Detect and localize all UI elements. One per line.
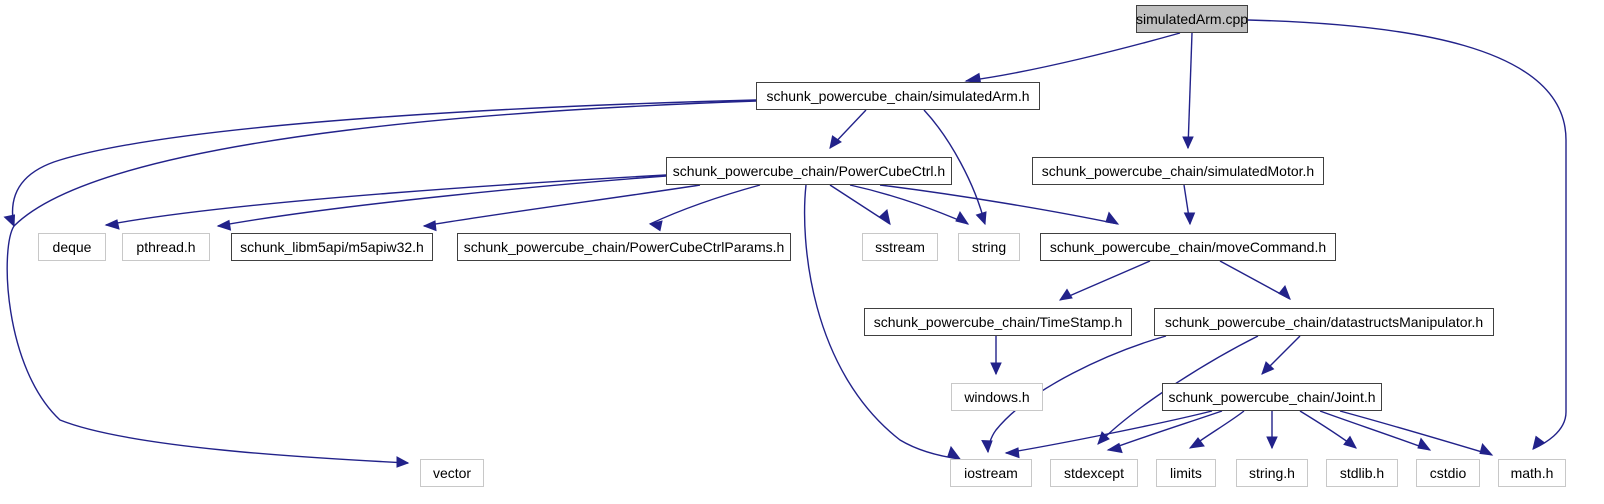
- graph-node-label: limits: [1170, 465, 1202, 481]
- graph-node[interactable]: schunk_powercube_chain/Joint.h: [1162, 383, 1382, 411]
- graph-node[interactable]: iostream: [950, 459, 1032, 487]
- graph-node-label: schunk_powercube_chain/TimeStamp.h: [873, 314, 1123, 330]
- graph-node[interactable]: cstdio: [1416, 459, 1480, 487]
- graph-node[interactable]: string.h: [1236, 459, 1308, 487]
- edge-n14-n20: [1299, 410, 1357, 449]
- edge-n14-n19: [1266, 411, 1278, 450]
- graph-node[interactable]: schunk_powercube_chain/PowerCubeCtrlPara…: [457, 233, 791, 261]
- graph-node[interactable]: schunk_powercube_chain/datastructsManipu…: [1154, 308, 1494, 336]
- graph-node[interactable]: schunk_powercube_chain/TimeStamp.h: [864, 308, 1132, 336]
- edge-n14-n16: [1004, 410, 1213, 459]
- edge-n0-n3: [1182, 32, 1194, 150]
- edge-n0-n1: [964, 32, 1181, 84]
- edge-n1-n9: [923, 109, 987, 226]
- graph-node-label: stdlib.h: [1339, 465, 1385, 481]
- graph-node[interactable]: string: [958, 233, 1020, 261]
- graph-node[interactable]: schunk_powercube_chain/simulatedArm.h: [756, 82, 1040, 110]
- graph-node[interactable]: stdexcept: [1050, 459, 1138, 487]
- graph-node[interactable]: deque: [38, 233, 106, 261]
- graph-node-label: windows.h: [964, 389, 1030, 405]
- edge-n10-n11: [1058, 260, 1151, 301]
- edge-n2-n16: [803, 184, 962, 460]
- edge-n2-n4: [104, 174, 667, 230]
- edge-n0-n22: [1247, 19, 1567, 451]
- graph-node-label: math.h: [1510, 465, 1554, 481]
- graph-node-label: sstream: [875, 239, 925, 255]
- edge-n12-n14: [1261, 335, 1301, 375]
- graph-node-label: schunk_powercube_chain/PowerCubeCtrl.h: [672, 163, 946, 179]
- graph-node[interactable]: schunk_powercube_chain/PowerCubeCtrl.h: [666, 157, 952, 185]
- graph-node-label: deque: [52, 239, 92, 255]
- graph-node-label: pthread.h: [136, 239, 196, 255]
- edge-n2-n8: [829, 184, 891, 226]
- graph-node-label: cstdio: [1429, 465, 1467, 481]
- edge-n14-n21: [1319, 410, 1432, 451]
- graph-node-label: schunk_powercube_chain/simulatedArm.h: [766, 88, 1030, 104]
- graph-node[interactable]: pthread.h: [122, 233, 210, 261]
- graph-node[interactable]: math.h: [1498, 459, 1566, 487]
- graph-node[interactable]: vector: [420, 459, 484, 487]
- graph-node-label: string.h: [1249, 465, 1295, 481]
- edge-n1-n15: [6, 100, 757, 468]
- edge-n2-n9: [849, 184, 970, 225]
- graph-node-label: vector: [432, 465, 472, 481]
- graph-node-label: schunk_powercube_chain/datastructsManipu…: [1164, 314, 1484, 330]
- graph-node[interactable]: simulatedArm.cpp: [1136, 5, 1248, 33]
- graph-node-label: schunk_powercube_chain/PowerCubeCtrlPara…: [463, 239, 785, 255]
- graph-node[interactable]: stdlib.h: [1326, 459, 1398, 487]
- graph-node-label: schunk_powercube_chain/Joint.h: [1168, 389, 1376, 405]
- graph-node[interactable]: schunk_powercube_chain/moveCommand.h: [1040, 233, 1336, 261]
- edge-n11-n13: [990, 336, 1002, 376]
- graph-node-label: simulatedArm.cpp: [1135, 11, 1249, 27]
- edge-n2-n7: [648, 184, 761, 232]
- graph-node-label: schunk_powercube_chain/simulatedMotor.h: [1041, 163, 1315, 179]
- graph-node[interactable]: sstream: [862, 233, 938, 261]
- graph-node[interactable]: windows.h: [951, 383, 1043, 411]
- edge-n3-n10: [1183, 184, 1196, 226]
- edge-n14-n18: [1188, 410, 1245, 449]
- edge-n1-n4: [3, 99, 757, 228]
- graph-node-label: schunk_libm5api/m5apiw32.h: [240, 239, 424, 255]
- edge-n10-n12: [1219, 260, 1291, 301]
- edge-n14-n17: [1106, 410, 1223, 454]
- graph-node-label: schunk_powercube_chain/moveCommand.h: [1049, 239, 1327, 255]
- edge-n14-n22: [1339, 410, 1494, 456]
- graph-node[interactable]: schunk_powercube_chain/simulatedMotor.h: [1032, 157, 1324, 185]
- graph-node[interactable]: limits: [1156, 459, 1216, 487]
- edge-n2-n5: [216, 175, 667, 231]
- graph-node[interactable]: schunk_libm5api/m5apiw32.h: [231, 233, 433, 261]
- edge-n2-n6: [422, 184, 701, 232]
- edge-n1-n2: [829, 109, 867, 149]
- graph-node-label: iostream: [964, 465, 1018, 481]
- graph-node-label: stdexcept: [1064, 465, 1124, 481]
- graph-node-label: string: [971, 239, 1007, 255]
- edge-n2-n10: [879, 184, 1120, 225]
